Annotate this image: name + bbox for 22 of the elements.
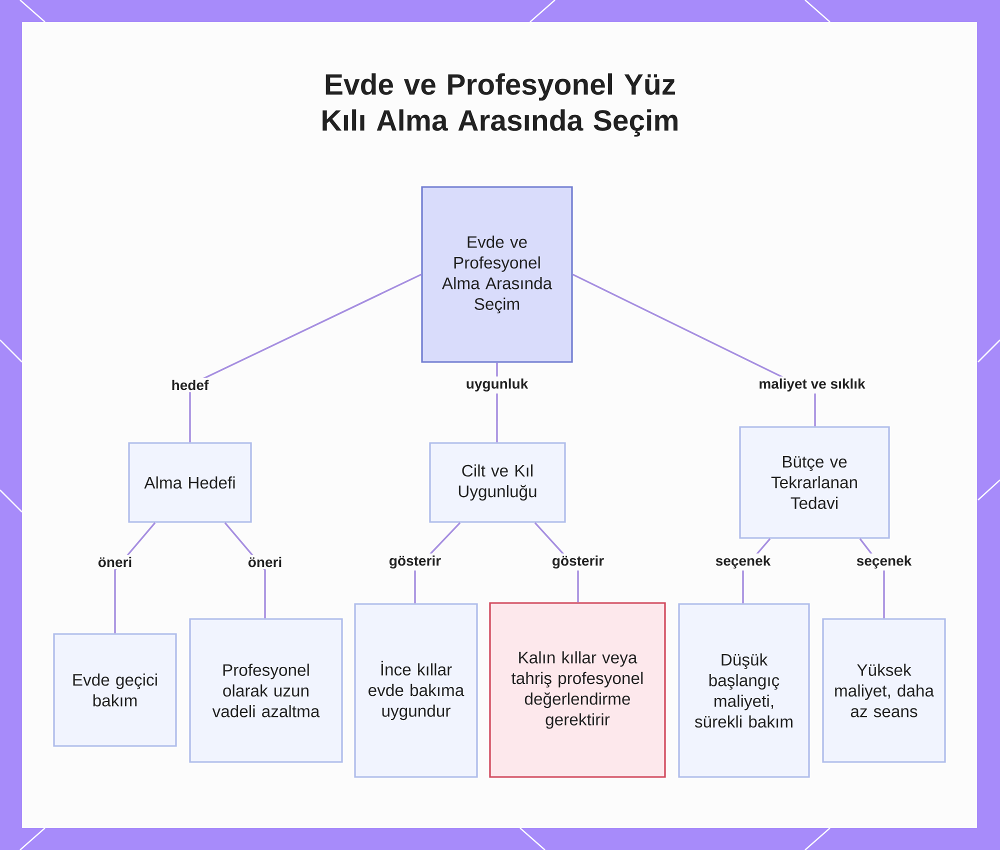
root-box: Evde ve Profesyonel Alma Arasında Seçim [421, 186, 573, 363]
process-box: İnce kıllar evde bakıma uygundur [354, 603, 478, 778]
edge-label: gösterir [550, 553, 606, 571]
edge-label: öneri [246, 554, 284, 570]
edge-label: gösterir [386, 553, 444, 571]
process-box: Alma Hedefi [128, 442, 252, 523]
edge-label: öneri [96, 554, 134, 570]
process-box: Düşük başlangıç maliyeti, sürekli bakım [678, 603, 810, 778]
process-box: Cilt ve Kıl Uygunluğu [429, 442, 566, 523]
title: Evde ve Profesyonel Yüz Kılı Alma Arasında Seçim [322, 73, 678, 137]
edge-label: seçenek [713, 553, 773, 571]
process-box: Profesyonel olarak uzun vadeli azaltma [189, 618, 343, 763]
process-box: Evde geçici bakım [53, 633, 177, 747]
process-box: Yüksek maliyet, daha az seans [822, 618, 946, 763]
edge-label: hedef [169, 378, 211, 392]
connector [572, 274, 816, 426]
edge-label: uygunluk [464, 376, 530, 394]
edge-label: maliyet ve sıklık [756, 376, 868, 394]
process-box: Bütçe ve Tekrarlanan Tedavi [739, 426, 890, 539]
process-box: Kalın kıllar veya tahriş profesyonel değerlendirme gerektirir [489, 602, 666, 778]
connector [189, 274, 422, 442]
edge-label: seçenek [854, 553, 914, 571]
